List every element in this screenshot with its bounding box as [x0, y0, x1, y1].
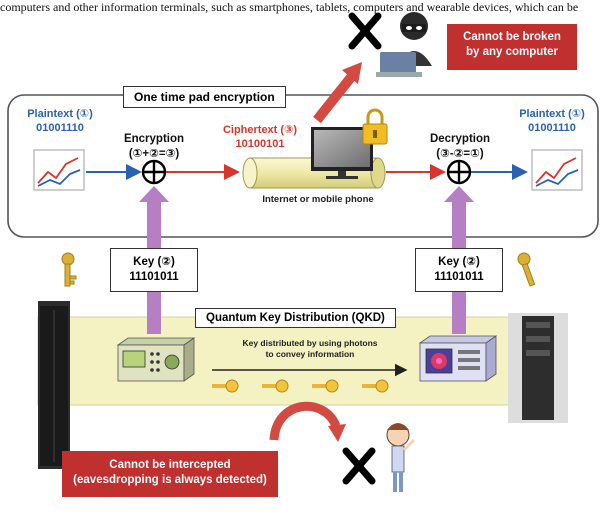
hacker-icon — [376, 12, 432, 77]
bottom-callout-line2: (eavesdropping is always detected) — [73, 474, 267, 486]
top-callout-line2: by any computer — [465, 46, 559, 58]
encryption-formula: (①+②=③) — [128, 148, 180, 160]
cross-icon-bottom — [342, 447, 376, 485]
server-rack-right — [508, 313, 568, 423]
chart-icon-right — [531, 149, 583, 191]
xor-icon-right — [446, 159, 472, 185]
channel-label: Internet or mobile phone — [262, 194, 374, 205]
plaintext-left-label: Plaintext (①) — [27, 108, 93, 120]
plaintext-right-bits: 01001110 — [528, 122, 576, 134]
qkd-note: Key distributed by using photons to conv… — [212, 338, 408, 360]
key-icon-right — [517, 252, 536, 287]
photon-icon — [312, 379, 339, 393]
key-box-right: Key (②) 11101011 — [415, 248, 503, 292]
qkd-note-line2: to convey information — [265, 349, 355, 359]
decryption-title: Decryption — [429, 133, 491, 145]
photon-icon — [262, 379, 289, 393]
otp-title: One time pad encryption — [123, 86, 286, 108]
bottom-callout: Cannot be intercepted (eavesdropping is … — [62, 451, 278, 497]
top-callout: Cannot be broken by any computer — [447, 24, 577, 70]
plaintext-right-label: Plaintext (①) — [519, 108, 585, 120]
xor-icon-left — [141, 159, 167, 185]
encryption-label: Encryption (①+②=③) — [114, 132, 194, 162]
ciphertext-label: Ciphertext (③) 10100101 — [212, 123, 308, 151]
ciphertext-bits: 10100101 — [235, 138, 285, 150]
plaintext-right: Plaintext (①) 01001110 — [512, 107, 592, 135]
ciphertext-title: Ciphertext (③) — [222, 124, 298, 136]
decryption-label: Decryption (③-②=①) — [418, 132, 502, 162]
server-rack-left — [38, 301, 70, 469]
key-left-bits: 11101011 — [129, 271, 179, 283]
qkd-receiver-icon — [418, 335, 498, 382]
key-icon-left — [61, 252, 77, 287]
attack-arrow-bottom — [269, 401, 341, 441]
key-right-bits: 11101011 — [434, 271, 484, 283]
plaintext-left: Plaintext (①) 01001110 — [20, 107, 100, 135]
attack-arrow-top — [313, 72, 356, 124]
photon-icon — [212, 379, 239, 393]
decryption-formula: (③-②=①) — [436, 148, 484, 160]
encryption-title: Encryption — [123, 133, 185, 145]
qkd-transmitter-icon — [116, 337, 196, 382]
key-box-left: Key (②) 11101011 — [110, 248, 198, 292]
top-callout-line1: Cannot be broken — [463, 31, 561, 43]
plaintext-left-bits: 01001110 — [36, 122, 84, 134]
photon-icon — [362, 379, 389, 393]
cross-icon-top — [348, 12, 382, 50]
qkd-note-line1: Key distributed by using photons — [242, 338, 378, 348]
header-text-clip: computers and other information terminal… — [0, 0, 579, 14]
eavesdropper-icon — [386, 423, 416, 492]
bottom-callout-line1: Cannot be intercepted — [109, 459, 231, 471]
photon-icons — [212, 379, 389, 393]
chart-icon-left — [33, 149, 85, 191]
key-left-label: Key (②) — [133, 256, 175, 268]
qkd-title: Quantum Key Distribution (QKD) — [195, 308, 396, 328]
padlock-icon — [362, 108, 388, 145]
key-right-label: Key (②) — [438, 256, 480, 268]
